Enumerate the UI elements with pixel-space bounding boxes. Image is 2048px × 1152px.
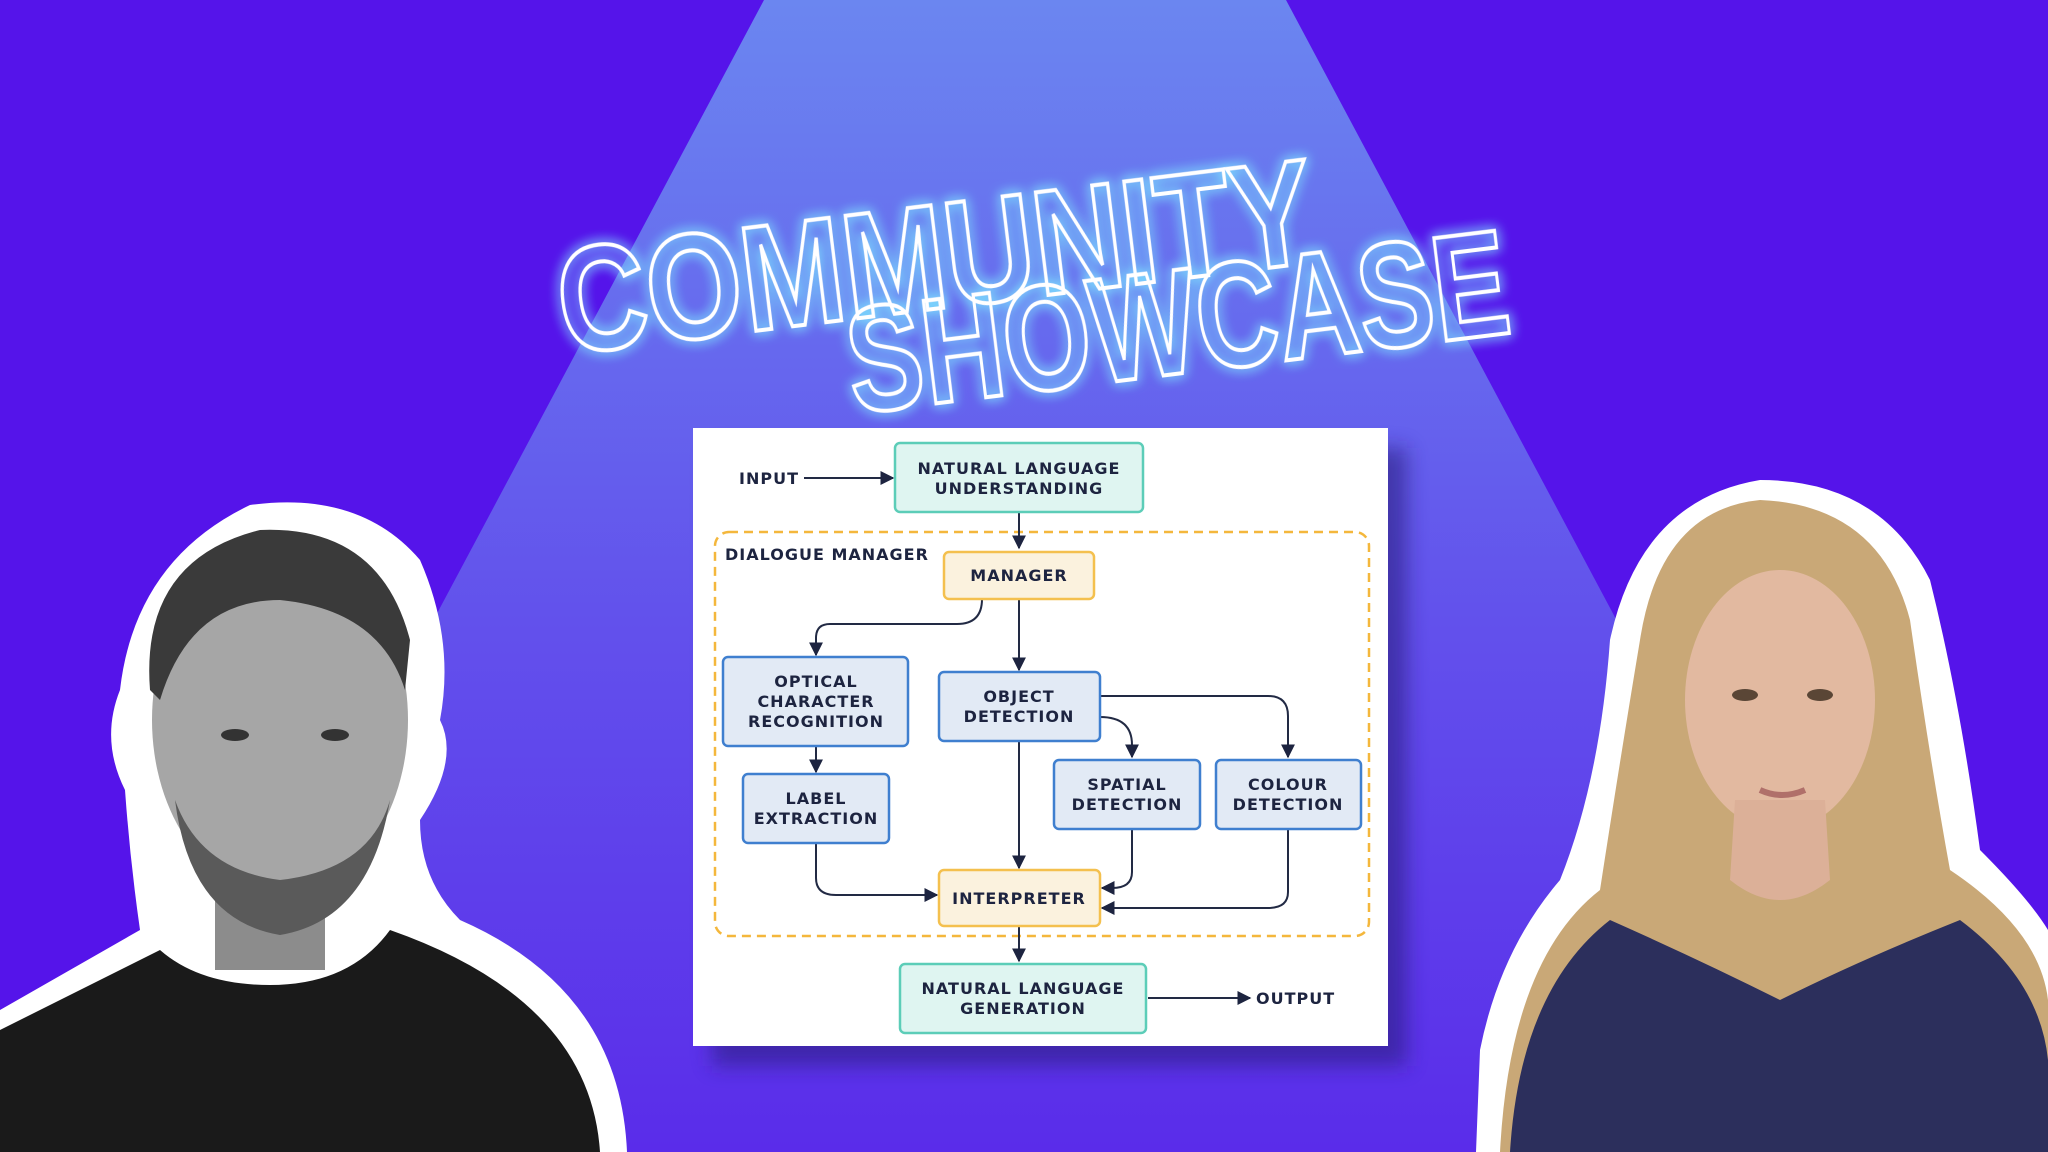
dialogue-manager-group [713,530,1371,938]
edge-label-interpreter [815,843,939,902]
edge-object-colour [1100,695,1295,759]
node-ocr: OPTICAL CHARACTER RECOGNITION [721,655,910,748]
svg-text:CHARACTER: CHARACTER [757,692,874,711]
svg-text:DETECTION: DETECTION [1233,795,1344,814]
svg-text:GENERATION: GENERATION [960,999,1086,1018]
node-colour-detection: COLOUR DETECTION [1214,758,1363,831]
node-interpreter: INTERPRETER [937,868,1102,928]
svg-text:OBJECT: OBJECT [983,687,1054,706]
svg-text:DETECTION: DETECTION [1072,795,1183,814]
presenter-left-photo [0,502,627,1152]
svg-text:NATURAL LANGUAGE: NATURAL LANGUAGE [918,459,1121,478]
svg-text:DETECTION: DETECTION [964,707,1075,726]
svg-text:SPATIAL: SPATIAL [1087,775,1166,794]
output-label: OUTPUT [1256,989,1335,1008]
node-label-extraction: LABEL EXTRACTION [741,772,891,845]
edge-manager-ocr [809,598,983,657]
edge-object-spatial [1099,716,1139,759]
svg-text:RECOGNITION: RECOGNITION [748,712,884,731]
input-label: INPUT [739,469,799,488]
svg-text:EXTRACTION: EXTRACTION [754,809,878,828]
node-nlg: NATURAL LANGUAGE GENERATION [898,962,1148,1035]
node-spatial-detection: SPATIAL DETECTION [1052,758,1202,831]
edge-spatial-interpreter [1100,829,1133,895]
presenter-right-photo [1476,480,2048,1152]
node-manager: MANAGER [942,550,1096,601]
architecture-diagram: DIALOGUE MANAGER INPUT OUTPUT NATURAL LA… [713,441,1371,1035]
svg-text:UNDERSTANDING: UNDERSTANDING [935,479,1104,498]
svg-text:INTERPRETER: INTERPRETER [952,889,1086,908]
svg-text:NATURAL LANGUAGE: NATURAL LANGUAGE [922,979,1125,998]
node-object-detection: OBJECT DETECTION [937,670,1102,743]
svg-text:OPTICAL: OPTICAL [774,672,858,691]
svg-text:COLOUR: COLOUR [1248,775,1328,794]
dialogue-manager-label: DIALOGUE MANAGER [725,545,929,564]
svg-text:MANAGER: MANAGER [970,566,1067,585]
svg-text:LABEL: LABEL [786,789,847,808]
node-nlu: NATURAL LANGUAGE UNDERSTANDING [893,441,1145,514]
edge-colour-interpreter [1100,829,1289,915]
